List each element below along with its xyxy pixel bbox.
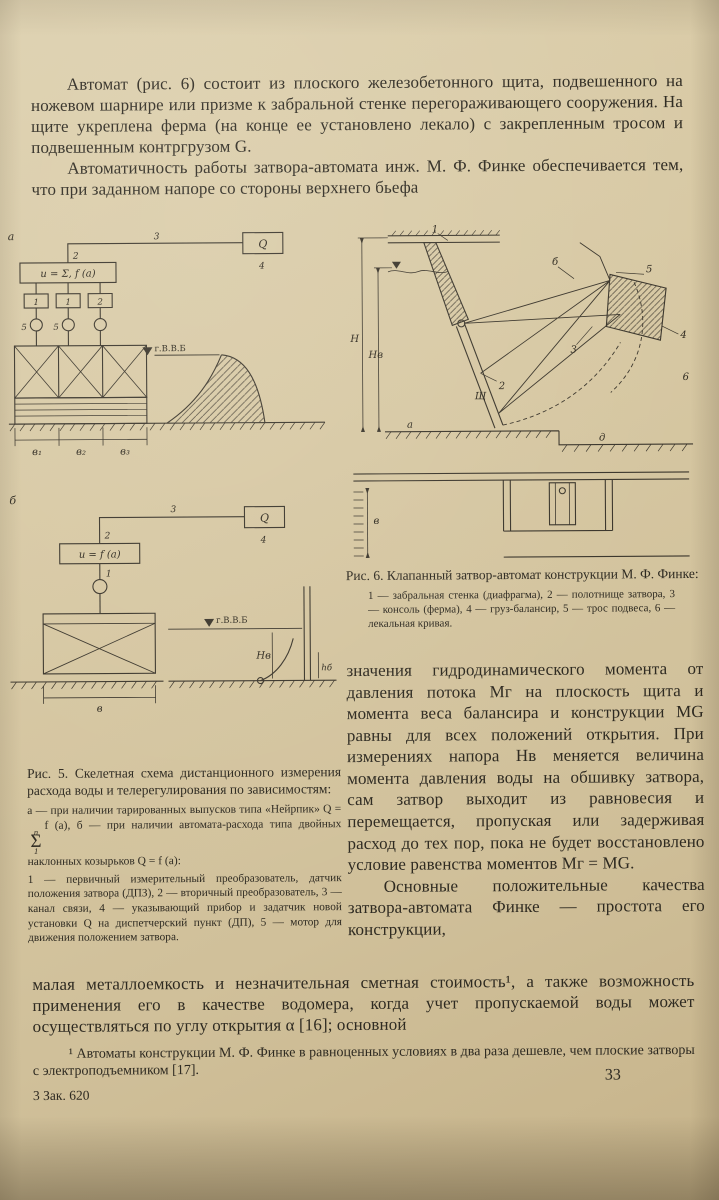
right-paragraph-1: значения гидродинамического момента от д… — [346, 658, 705, 875]
fig5a-label-k2: 1 — [65, 298, 70, 308]
fig5a-svg: а Q 4 3 2 u = Σ, f (a) 1 1 2 5 5 г.В.В.Б… — [8, 230, 326, 458]
fig5b-dim-b: в — [97, 704, 103, 715]
fig6-label-hv: Нв — [367, 350, 383, 361]
right-paragraph-2: Основные положительные качества затвора-… — [347, 874, 705, 940]
fig5a-label-k1: 1 — [33, 298, 38, 308]
bottom-text-block: малая металлоемкость и незначительная см… — [32, 970, 694, 1037]
right-column: значения гидродинамического момента от д… — [346, 658, 705, 941]
fig5a-label-q: Q — [258, 238, 267, 251]
fig5a-label-s1: 5 — [21, 323, 26, 333]
fig6-label-curve6: 6 — [683, 372, 690, 383]
fig5-caption: Рис. 5. Скелетная схема дистанционного и… — [27, 764, 342, 946]
fig5-caption-title: Рис. 5. Скелетная схема дистанционного и… — [27, 764, 342, 798]
fig6-lower-labels: в — [373, 516, 379, 527]
fig5a-label-4: 4 — [258, 262, 265, 272]
footnote-text: ¹ Автоматы конструкции М. Ф. Финке в рав… — [32, 1042, 695, 1080]
fig5b-label-hb: hб — [321, 662, 333, 673]
fig5a-lines — [8, 231, 326, 447]
top-text-block: Автомат (рис. 6) состоит из плоского жел… — [31, 70, 684, 200]
bottom-paragraph: малая металлоемкость и незначительная см… — [32, 970, 695, 1037]
fig5b-label-gvvb: г.В.В.Б — [216, 616, 247, 626]
fig5-caption-legend: 1 — первичный измерительный преобразоват… — [27, 871, 343, 945]
fig5b-marks — [204, 618, 215, 627]
fig5-caption-ab-part2: f (a), б — при наличии автомата-расхода … — [27, 817, 342, 868]
fig5b-diagram: б Q 4 3 2 u = f (a) 1 г.В.В.Б Нв hб в — [7, 490, 339, 760]
fig5-caption-ab: а — при наличии тарированных выпусков ти… — [27, 802, 341, 870]
fig6-caption: Рис. 6. Клапанный затвор-автомат констру… — [346, 566, 700, 632]
fig5a-labels: а Q 4 3 2 u = Σ, f (a) 1 1 2 5 5 г.В.В.Б… — [8, 230, 268, 458]
fig5a-diagram: а Q 4 3 2 u = Σ, f (a) 1 1 2 5 5 г.В.В.Б… — [6, 226, 337, 473]
fig5b-label-4: 4 — [260, 536, 267, 546]
paragraph-1: Автомат (рис. 6) состоит из плоского жел… — [30, 71, 684, 158]
fig6-label-2: 2 — [498, 381, 505, 392]
signature-mark: 3 Зак. 620 — [32, 1087, 90, 1104]
sigma-lower-limit: 1 — [33, 846, 39, 857]
fig5b-label-u: u = f (a) — [79, 549, 121, 560]
fig6-label-5: 5 — [646, 264, 652, 275]
fig6-lower-dim-b: в — [373, 516, 379, 527]
fig6-label-h: Н — [349, 334, 359, 345]
fig5a-marks — [142, 347, 153, 356]
fig5a-label-k3: 2 — [96, 298, 102, 308]
fig6-lower-svg: в — [353, 471, 690, 558]
page-number: 33 — [604, 1066, 621, 1084]
fig6-main-svg: 1 б 5 4 3 2 Щ Н Нв 6 а д — [349, 225, 694, 452]
fig5b-lines — [10, 505, 337, 704]
footnote-block: ¹ Автоматы конструкции М. Ф. Финке в рав… — [33, 1042, 695, 1080]
fig6-labels: 1 б 5 4 3 2 Щ Н Нв 6 а д — [349, 225, 690, 444]
fig5a-dim-b1: в₁ — [32, 447, 42, 458]
fig6-lower-lines — [353, 471, 690, 558]
fig5a-label-u: u = Σ, f (a) — [40, 269, 95, 280]
fig5b-label-q: Q — [260, 512, 269, 525]
fig6-label-6: б — [552, 257, 559, 268]
fig5b-label-2: 2 — [104, 532, 111, 542]
fig6-lower-diagram: в — [353, 466, 690, 564]
fig5a-dim-b3: в₃ — [120, 446, 130, 457]
fig5a-label-gvvb: г.В.В.Б — [154, 344, 185, 354]
fig6-main-diagram: 1 б 5 4 3 2 Щ Н Нв 6 а д — [348, 222, 701, 462]
fig6-label-3: 3 — [570, 345, 576, 356]
fig5a-label-2: 2 — [72, 252, 79, 262]
fig6-label-d: д — [599, 432, 605, 443]
fig6-label-4: 4 — [679, 330, 686, 341]
fig5b-labels: б Q 4 3 2 u = f (a) 1 г.В.В.Б Нв hб в — [9, 494, 333, 715]
fig6-label-a: а — [407, 420, 413, 431]
fig5b-label-3: 3 — [170, 505, 176, 515]
fig5a-label-tag: а — [8, 230, 15, 243]
fig6-label-1: 1 — [432, 225, 438, 236]
fig5a-dim-b2: в₂ — [76, 447, 86, 458]
fig6-label-shch: Щ — [475, 391, 487, 402]
fig5b-label-tag: б — [9, 494, 16, 507]
fig5b-label-hv: Нв — [255, 651, 271, 662]
fig6-caption-legend: 1 — забральная стенка (диафрагма), 2 — п… — [367, 587, 676, 631]
fig5b-svg: б Q 4 3 2 u = f (a) 1 г.В.В.Б Нв hб в — [9, 494, 337, 715]
fig6-caption-title: Рис. 6. Клапанный затвор-автомат констру… — [345, 565, 699, 584]
fig5a-label-s2: 5 — [53, 323, 58, 333]
fig6-marks — [359, 237, 401, 432]
fig5-caption-ab-part1: а — при наличии тарированных выпусков ти… — [27, 802, 342, 817]
fig5a-label-3: 3 — [154, 232, 160, 242]
fig5b-label-1: 1 — [106, 570, 112, 580]
paragraph-2: Автоматичность работы затвора-автомата и… — [31, 155, 684, 200]
